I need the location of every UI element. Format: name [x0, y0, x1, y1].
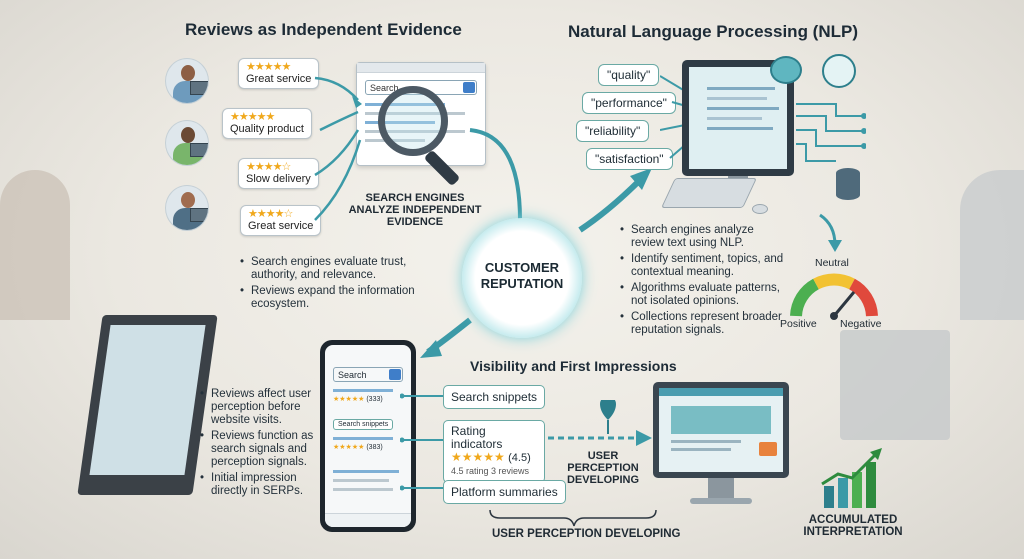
- phone-row-1: ★★★★★ (333): [333, 395, 383, 403]
- search-window-titlebar: [357, 63, 485, 73]
- circuit-lines: [796, 103, 866, 162]
- visibility-bullet-2: Reviews function as search signals and p…: [200, 430, 318, 469]
- reviewer-avatar-3: [165, 185, 209, 231]
- search-snippets-callout: Search snippets: [443, 385, 546, 409]
- rating-indicators-value: (4.5): [508, 452, 531, 464]
- review-text-1: Great service: [246, 73, 312, 85]
- sentiment-gauge: [790, 273, 878, 320]
- left-bullet-2: Reviews expand the information ecosystem…: [240, 285, 445, 311]
- rating-indicators-title: Rating indicators: [451, 424, 503, 451]
- bottom-brace: [489, 509, 657, 527]
- website-monitor: [653, 382, 789, 478]
- keyboard: [661, 178, 757, 208]
- background-person-right: [960, 170, 1024, 320]
- callout-connectors: [400, 393, 443, 491]
- review-bubble-3: ★★★★☆ Slow delivery: [238, 158, 319, 189]
- phone-snippet-tag: Search snippets: [333, 419, 394, 430]
- phone-nav-bar: [325, 513, 411, 527]
- phone-search-placeholder: Search: [338, 370, 367, 380]
- background-laptop-right: [840, 330, 950, 440]
- center-ring: [462, 218, 582, 338]
- search-caption: SEARCH ENGINES ANALYZE INDEPENDENT EVIDE…: [348, 192, 482, 228]
- review-text-4: Great service: [248, 220, 314, 232]
- nlp-bullet-1: Search engines analyze review text using…: [620, 224, 790, 250]
- website-screen: [659, 388, 783, 472]
- visibility-section-title: Visibility and First Impressions: [470, 358, 677, 374]
- phone-search-icon: [389, 369, 401, 380]
- nlp-monitor-screen: [689, 67, 787, 169]
- left-bullet-1: Search engines evaluate trust, authority…: [240, 256, 445, 282]
- review-bubble-1: ★★★★★ Great service: [238, 58, 320, 89]
- database-icon: [836, 168, 860, 200]
- visibility-bullets: Reviews affect user perception before we…: [200, 388, 318, 501]
- nlp-bullets: Search engines analyze review text using…: [620, 224, 790, 340]
- review-text-2: Quality product: [230, 123, 304, 135]
- gauge-positive-label: Positive: [780, 318, 817, 330]
- review-text-3: Slow delivery: [246, 173, 311, 185]
- gauge-negative-label: Negative: [840, 318, 882, 330]
- search-icon: [463, 82, 475, 93]
- brain-circuit-icon: [822, 54, 856, 88]
- brain-icon: [770, 56, 802, 84]
- review-stars-4: ★★★★☆: [248, 208, 293, 220]
- phone-screen: Search ★★★★★ (333) Search snippets ★★★★★…: [325, 345, 411, 527]
- search-bar-placeholder: Search: [370, 83, 399, 93]
- accumulated-chart-icon: [821, 448, 882, 508]
- phone-row-2-count: (383): [366, 444, 383, 451]
- review-bubble-4: ★★★★☆ Great service: [240, 205, 322, 236]
- review-stars-2: ★★★★★: [230, 111, 275, 123]
- rating-indicators-stars: ★★★★★: [451, 450, 505, 464]
- left-bullets: Search engines evaluate trust, authority…: [240, 256, 445, 314]
- phone-row-2-stars: ★★★★★: [333, 444, 365, 451]
- perception-bottom-label: USER PERCEPTION DEVELOPING: [492, 528, 681, 540]
- rating-indicators-stars-row: ★★★★★ (4.5): [451, 451, 537, 465]
- perception-arrow: [548, 400, 652, 446]
- background-person-left: [0, 170, 70, 320]
- phone-mockup: Search ★★★★★ (333) Search snippets ★★★★★…: [320, 340, 416, 532]
- website-monitor-base: [690, 498, 752, 504]
- nlp-bullet-4: Collections represent broader reputation…: [620, 311, 790, 337]
- reviewer-avatar-2: [165, 120, 209, 166]
- gauge-neutral-label: Neutral: [815, 257, 849, 269]
- nlp-keyword-1: "quality": [598, 64, 660, 86]
- magnifier-icon: [378, 86, 448, 156]
- phone-row-2: ★★★★★ (383): [333, 443, 383, 451]
- rating-indicators-sub: 4.5 rating 3 reviews: [451, 466, 530, 476]
- review-stars-1: ★★★★★: [246, 61, 291, 73]
- visibility-bullet-1: Reviews affect user perception before we…: [200, 388, 318, 427]
- center-label: CUSTOMER REPUTATION: [480, 260, 564, 291]
- phone-search-bar[interactable]: Search: [333, 367, 403, 382]
- nlp-keyword-3: "reliability": [576, 120, 650, 142]
- nlp-keyword-4: "satisfaction": [586, 148, 673, 170]
- rating-indicators-callout: Rating indicators ★★★★★ (4.5) 4.5 rating…: [443, 420, 545, 483]
- review-stars-3: ★★★★☆: [246, 161, 291, 173]
- review-bubble-2: ★★★★★ Quality product: [222, 108, 312, 139]
- nlp-bullet-2: Identify sentiment, topics, and contextu…: [620, 253, 790, 279]
- nlp-bullet-3: Algorithms evaluate patterns, not isolat…: [620, 282, 790, 308]
- play-icon: [759, 442, 777, 456]
- nlp-section-title: Natural Language Processing (NLP): [568, 22, 858, 41]
- visibility-bullet-3: Initial impression directly in SERPs.: [200, 472, 318, 498]
- phone-row-1-stars: ★★★★★: [333, 396, 365, 403]
- nlp-keyword-2: "performance": [582, 92, 676, 114]
- reviewer-avatar-1: [165, 58, 209, 104]
- platform-summaries-callout: Platform summaries: [443, 480, 566, 504]
- perception-label: USER PERCEPTION DEVELOPING: [566, 450, 640, 486]
- reviews-section-title: Reviews as Independent Evidence: [185, 20, 462, 39]
- phone-row-1-count: (333): [366, 396, 383, 403]
- website-monitor-stand: [708, 478, 734, 500]
- review-arrows: [314, 76, 362, 221]
- mouse: [752, 204, 768, 214]
- accumulated-label: ACCUMULATED INTERPRETATION: [803, 514, 903, 538]
